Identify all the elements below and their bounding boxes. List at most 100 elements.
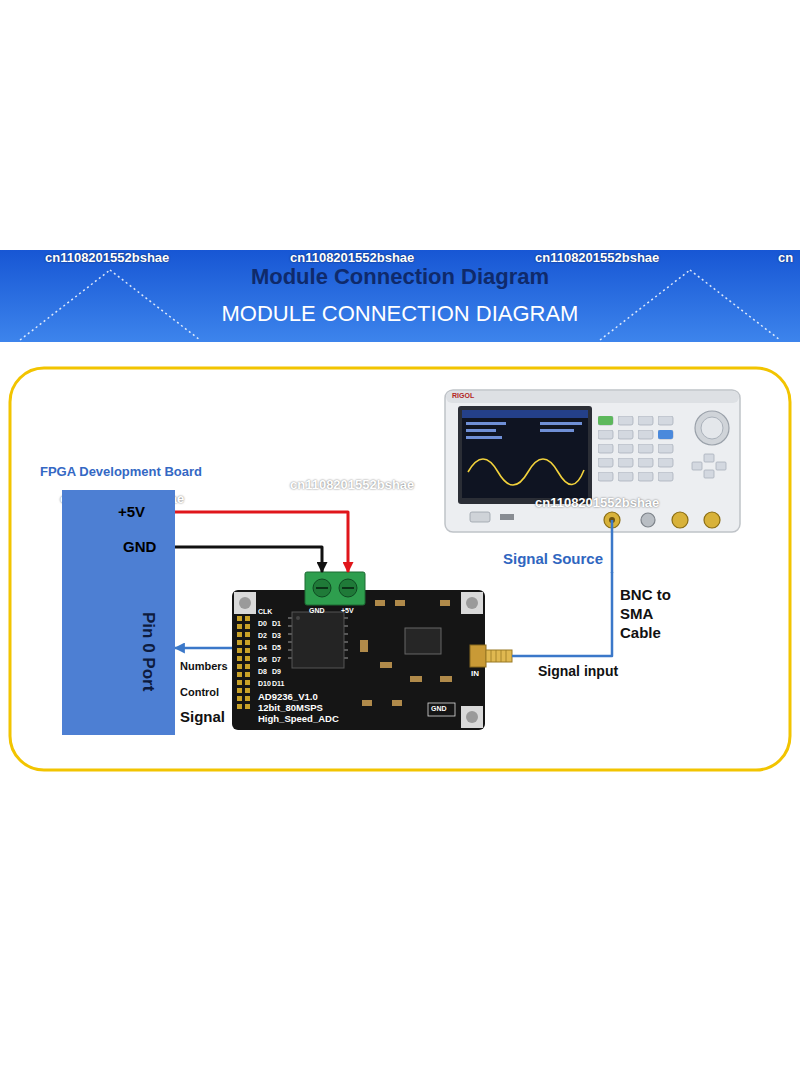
signal-generator bbox=[701, 417, 723, 439]
signal-generator bbox=[500, 514, 514, 520]
adc-board bbox=[344, 626, 348, 627]
signal-generator bbox=[716, 462, 726, 470]
adc-board bbox=[288, 642, 292, 643]
adc-board bbox=[395, 600, 405, 606]
signal-generator bbox=[470, 512, 490, 522]
signal-cable bbox=[512, 572, 612, 656]
adc-board bbox=[392, 700, 402, 706]
adc-board bbox=[405, 628, 441, 654]
adc-board bbox=[486, 650, 512, 662]
pin-label: GND bbox=[123, 538, 156, 556]
pin-name: CLK bbox=[258, 608, 272, 616]
brand-label: RIGOL bbox=[452, 392, 474, 400]
signal-generator bbox=[641, 513, 655, 527]
adc-board bbox=[316, 587, 328, 589]
pin-name: D8 bbox=[258, 668, 267, 676]
fpga-board: FPGA Development Board+5VGNDPin 0 Port bbox=[62, 490, 175, 735]
adc-board bbox=[491, 650, 506, 662]
signal-generator bbox=[540, 429, 574, 432]
pin-name: D11 bbox=[272, 680, 284, 688]
signal-generator bbox=[598, 416, 678, 486]
cable-label: BNC to SMA Cable bbox=[620, 586, 680, 642]
watermark: cn1108201552bshae bbox=[290, 251, 414, 265]
signal-note: Control bbox=[180, 686, 219, 699]
watermark: cn1108201552bshae bbox=[45, 251, 169, 265]
signal-generator bbox=[598, 416, 613, 425]
silkscreen-label: IN bbox=[471, 669, 479, 678]
pin-name: D1 bbox=[272, 620, 281, 628]
signal-generator bbox=[466, 422, 506, 425]
adc-board bbox=[288, 626, 292, 627]
pin-name: D3 bbox=[272, 632, 281, 640]
adc-board bbox=[237, 616, 250, 709]
adc-board bbox=[313, 579, 331, 597]
signal-generator bbox=[692, 462, 702, 470]
adc-board bbox=[360, 600, 452, 706]
signal-note: Signal bbox=[180, 709, 225, 726]
banner bbox=[0, 250, 800, 342]
adc-board bbox=[496, 650, 497, 662]
adc-board bbox=[362, 700, 372, 706]
device-label: Signal Source bbox=[503, 550, 603, 568]
adc-board bbox=[292, 612, 344, 668]
pin-label: +5V bbox=[118, 503, 145, 521]
signal-generator bbox=[466, 436, 502, 439]
watermark: cn1108201552bshae bbox=[535, 251, 659, 265]
adc-board bbox=[344, 634, 348, 635]
pin-name: D9 bbox=[272, 668, 281, 676]
adc-board bbox=[305, 572, 365, 605]
adc-board bbox=[232, 572, 512, 730]
frame bbox=[10, 368, 790, 770]
silkscreen-label: GND bbox=[309, 607, 325, 615]
adc-board bbox=[461, 592, 483, 614]
banner-subtitle: MODULE CONNECTION DIAGRAM bbox=[0, 302, 800, 326]
ground-wire bbox=[175, 547, 322, 572]
adc-board bbox=[288, 618, 292, 619]
signal-generator bbox=[462, 410, 588, 498]
adc-board bbox=[410, 676, 422, 682]
signal-generator bbox=[704, 470, 714, 478]
connectors bbox=[175, 512, 612, 656]
signal-generator bbox=[462, 410, 588, 418]
silkscreen-label: GND bbox=[431, 705, 447, 713]
adc-board bbox=[360, 640, 368, 652]
banner bbox=[0, 250, 800, 342]
signal-arrow bbox=[175, 647, 232, 650]
adc-board bbox=[428, 703, 455, 716]
adc-board bbox=[344, 658, 348, 659]
silkscreen-label: +5V bbox=[341, 607, 354, 615]
input-note: Signal input bbox=[538, 664, 618, 679]
adc-board bbox=[461, 706, 483, 728]
power-wire bbox=[175, 512, 348, 572]
banner bbox=[20, 270, 110, 340]
banner bbox=[600, 270, 690, 340]
adc-board bbox=[239, 597, 251, 609]
adc-board bbox=[288, 658, 292, 659]
adc-board bbox=[288, 650, 292, 651]
signal-generator bbox=[658, 430, 673, 439]
pin-name: D6 bbox=[258, 656, 267, 664]
adc-board bbox=[440, 600, 450, 606]
adc-board bbox=[375, 600, 385, 606]
frame bbox=[10, 368, 790, 770]
signal-generator bbox=[468, 459, 584, 485]
signal-generator bbox=[466, 429, 496, 432]
banner bbox=[690, 270, 780, 340]
pin-name: D0 bbox=[258, 620, 267, 628]
port-label: Pin 0 Port bbox=[138, 612, 158, 691]
adc-board bbox=[232, 590, 485, 730]
signal-generator bbox=[540, 422, 582, 425]
pin-name: D10 bbox=[258, 680, 271, 688]
cable bbox=[612, 520, 613, 573]
adc-board bbox=[339, 579, 357, 597]
adc-board bbox=[466, 597, 478, 609]
signal-note: Numbers bbox=[180, 660, 228, 673]
signal-generator bbox=[695, 411, 729, 445]
adc-board bbox=[344, 618, 348, 619]
adc-board bbox=[342, 587, 354, 589]
watermark: cn1108201552bshae bbox=[535, 496, 659, 510]
signal-generator bbox=[446, 391, 739, 403]
pin-name: D4 bbox=[258, 644, 267, 652]
adc-board bbox=[288, 634, 292, 635]
